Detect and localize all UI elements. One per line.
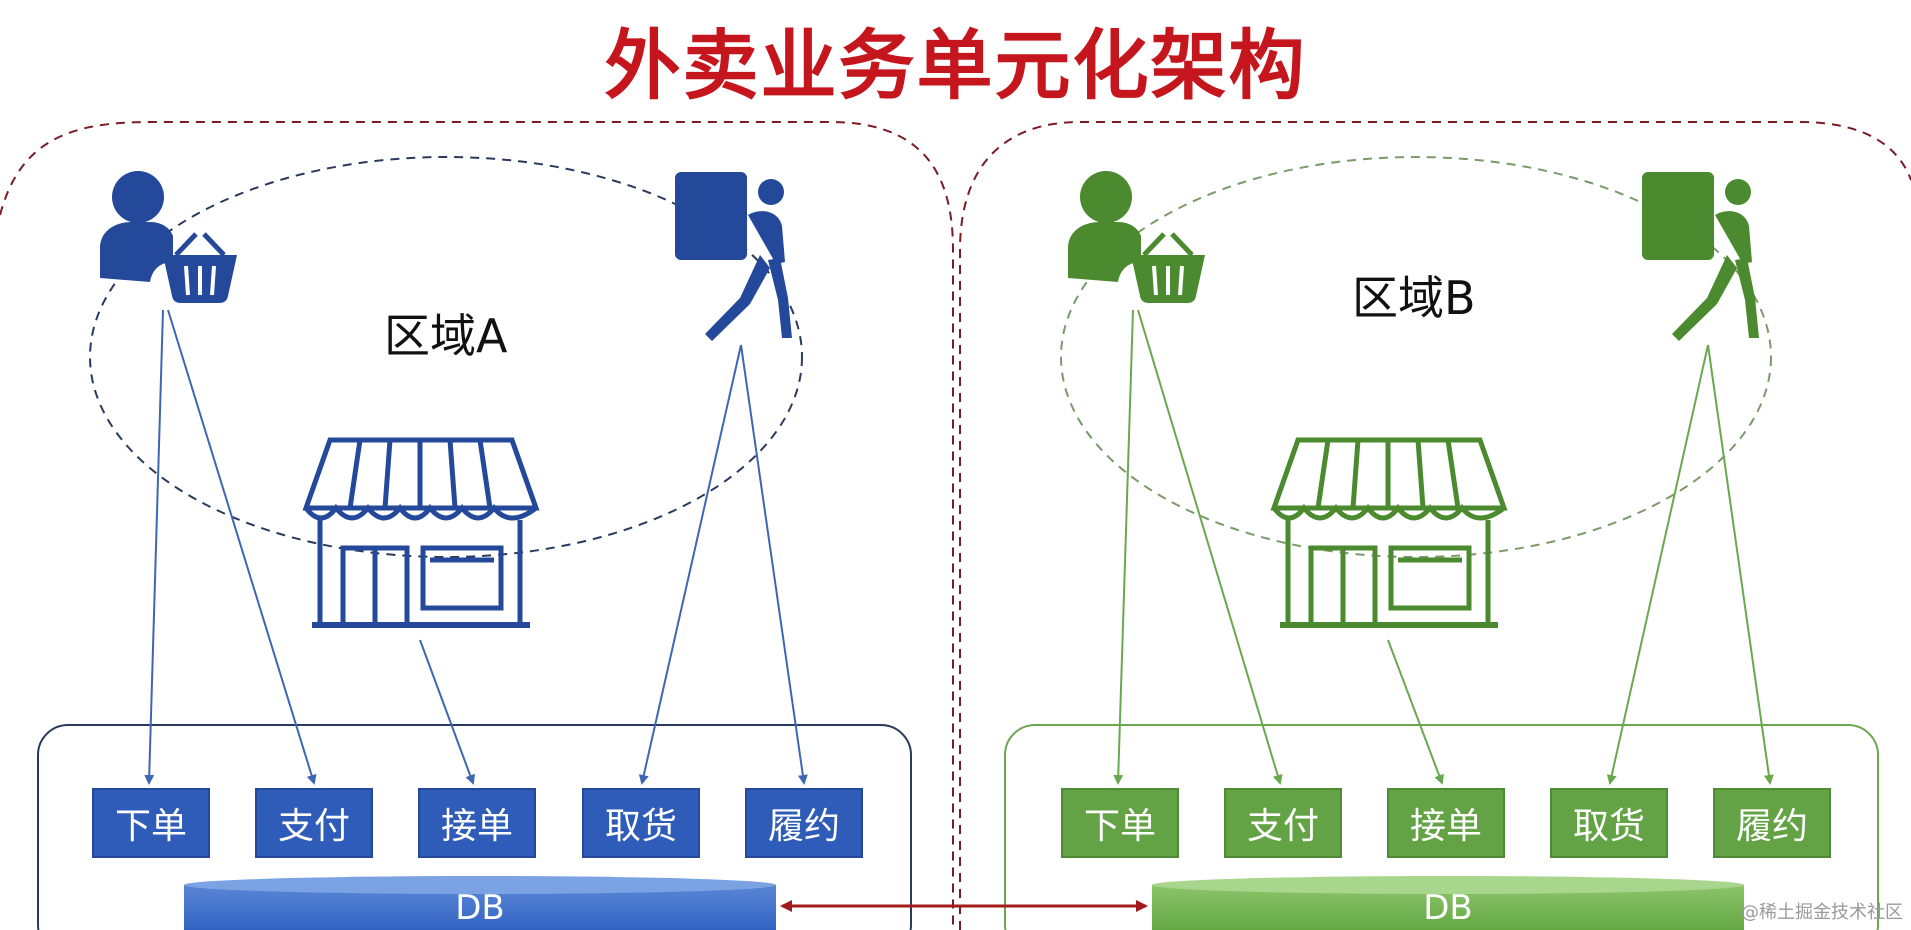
storefront-icon-b: [1270, 437, 1508, 628]
region-b-label: 区域B: [1352, 271, 1476, 325]
region-a-step-fulfill: 履约: [745, 788, 863, 858]
courier-icon: [675, 172, 792, 341]
region-a-arrows: [144, 309, 808, 785]
watermark: @稀土掘金技术社区: [1741, 902, 1903, 923]
region-a-db-label: DB: [455, 888, 505, 928]
region-b-db-label: DB: [1423, 888, 1473, 928]
region-b-database: [1152, 876, 1744, 930]
courier-icon-b: [1642, 172, 1759, 341]
region-a-step-pickup: 取货: [582, 788, 700, 858]
region-a-label: 区域A: [384, 309, 508, 363]
customer-with-basket-icon: [100, 171, 237, 303]
region-b-boundary: [959, 121, 1911, 930]
region-a-boundary: [0, 121, 954, 930]
region-a-ellipse: [89, 156, 803, 558]
region-b-step-place-order: 下单: [1061, 788, 1179, 858]
region-b-step-accept-order: 接单: [1387, 788, 1505, 858]
region-b-step-pickup: 取货: [1550, 788, 1668, 858]
region-a-database: [184, 876, 776, 930]
customer-with-basket-icon-b: [1068, 171, 1205, 303]
region-b-arrows: [1113, 309, 1774, 785]
region-b-step-fulfill: 履约: [1713, 788, 1831, 858]
region-a-step-accept-order: 接单: [418, 788, 536, 858]
region-a-step-place-order: 下单: [92, 788, 210, 858]
region-a-step-pay: 支付: [255, 788, 373, 858]
region-b-service-frame: [1004, 724, 1879, 930]
region-a-service-frame: [37, 724, 912, 930]
region-b-ellipse: [1060, 156, 1772, 558]
region-b-step-pay: 支付: [1224, 788, 1342, 858]
diagram-title: 外卖业务单元化架构: [604, 21, 1307, 110]
storefront-icon: [302, 437, 540, 628]
